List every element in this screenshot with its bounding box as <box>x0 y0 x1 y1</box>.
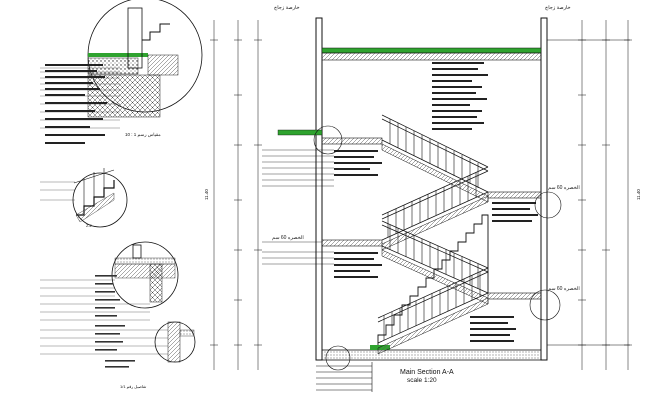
detail-caption-2: تفاصيل رقم 1/1 <box>120 384 147 389</box>
section-scale: scale 1:20 <box>407 377 437 384</box>
main-section <box>262 17 562 392</box>
roof-detail <box>40 0 203 144</box>
section-title: Main Section A-A <box>400 369 454 376</box>
total-height-right: 11.40 <box>636 189 641 200</box>
detail-caption-1: 2-2 <box>86 223 92 228</box>
top-label-right: خارصة زجاج <box>545 5 571 11</box>
total-height-left: 11.40 <box>204 189 209 200</box>
detail-scale: مقياس رسم 1 : 10 <box>125 132 161 137</box>
level-label-2: الخصره 60 سم <box>272 235 304 241</box>
right-dimension-chain <box>547 20 632 370</box>
top-label-left: خارصة زجاج <box>274 5 300 11</box>
level-label-1: الخصره 60 سم <box>548 185 580 191</box>
stair-nosing-detail <box>40 168 128 228</box>
floor-beam-detail <box>40 241 196 368</box>
level-label-3: الخصره 60 سم <box>548 286 580 292</box>
left-dimension-chain <box>210 20 262 370</box>
